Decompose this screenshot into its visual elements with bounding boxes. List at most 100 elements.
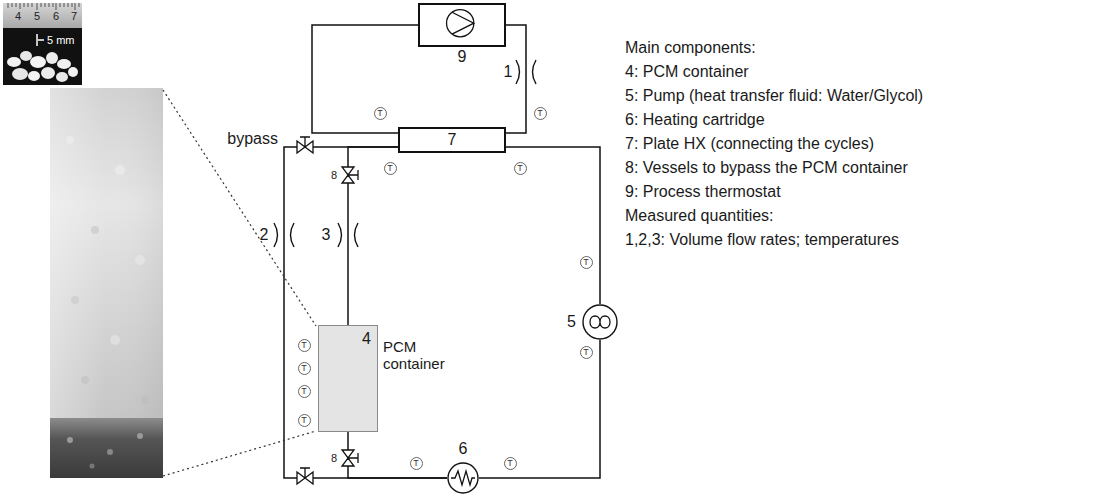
ruler-inset: [3, 3, 82, 85]
ruler-number: 6: [53, 10, 59, 23]
photo-grain: [137, 433, 143, 439]
sensor-circle: [514, 162, 526, 174]
photo-grain: [141, 396, 149, 404]
sensor-letter: T: [377, 109, 383, 118]
heat-exchanger-box: 7: [398, 127, 506, 153]
sensor-letter: T: [507, 459, 513, 468]
photo-grain: [81, 376, 89, 384]
valve-symbol: [342, 450, 358, 466]
zoom-line: [163, 431, 316, 476]
pipe-line: [312, 25, 418, 133]
ruler-number: 7: [71, 10, 77, 23]
bypass-label: bypass: [227, 130, 278, 148]
pellet: [68, 67, 78, 77]
node-label: PCM container: [383, 338, 455, 373]
temperature-sensor: T: [410, 457, 423, 470]
photo-grain: [90, 464, 95, 469]
photo-dark-band: [50, 418, 163, 478]
pellet-photo: [3, 28, 82, 85]
sensor-letter: T: [301, 341, 307, 350]
temperature-sensor: T: [384, 162, 397, 175]
valve-symbol: [297, 468, 313, 484]
callout-number: 8: [331, 452, 337, 465]
pump-symbol-outline: [582, 304, 618, 340]
temperature-sensor: T: [298, 339, 311, 352]
pellet: [46, 52, 58, 64]
sensor-circle: [298, 385, 310, 397]
legend-text: 9: Process thermostat: [625, 183, 781, 201]
pipe-line: [284, 147, 447, 478]
sensor-letter: T: [583, 258, 589, 267]
ruler-number: 4: [15, 10, 21, 23]
ruler-ticks: [8, 3, 79, 10]
photo-grain: [107, 449, 113, 455]
sensor-circle: [580, 346, 592, 358]
photo-grain: [91, 226, 99, 234]
sensor-circle: [580, 256, 592, 268]
node-label: 9: [458, 48, 467, 66]
temperature-sensor: T: [504, 457, 517, 470]
photo-grain: [115, 165, 125, 175]
scale-label: 5 mm: [47, 34, 75, 47]
temperature-sensor: T: [298, 385, 311, 398]
pump-circle: [447, 10, 474, 37]
callout-number: 2: [260, 226, 269, 244]
sensor-letter: T: [583, 348, 589, 357]
pcm-container: 4PCM container: [318, 325, 378, 432]
photo-grain: [67, 437, 73, 443]
pipe-line: [506, 147, 600, 304]
sensor-letter: T: [413, 459, 419, 468]
ruler-number: 5: [34, 10, 40, 23]
flow-meters: [274, 60, 536, 247]
pellet: [41, 67, 55, 79]
zoom-line: [163, 90, 316, 326]
flow-meter-symbol: [516, 60, 536, 84]
sensor-letter: T: [517, 164, 523, 173]
pipe-line: [348, 432, 447, 478]
legend-text: 6: Heating cartridge: [625, 111, 765, 129]
callout-number: 3: [322, 226, 331, 244]
pump-impeller: [590, 316, 610, 328]
pump-circle: [583, 305, 617, 339]
temperature-sensor: T: [514, 162, 527, 175]
legend-text: 1,2,3: Volume flow rates; temperatures: [625, 231, 899, 249]
pellet: [28, 71, 40, 81]
sensor-circle: [384, 162, 396, 174]
legend-text: Main components:: [625, 39, 756, 57]
sensor-letter: T: [387, 164, 393, 173]
scale-bar: [37, 34, 44, 46]
sensor-letter: T: [537, 109, 543, 118]
callout-number: 1: [504, 63, 513, 81]
node-label: 6: [459, 440, 468, 458]
pump-symbol: 5: [582, 304, 618, 340]
temperature-sensor: T: [298, 414, 311, 427]
pellet: [7, 57, 21, 67]
callout-number: 8: [331, 169, 337, 182]
photo-grain: [66, 136, 74, 144]
photo-grain: [135, 255, 145, 265]
sensor-letter: T: [301, 387, 307, 396]
thermostat-box-outline: [420, 5, 504, 45]
pellet: [12, 68, 28, 80]
heater-circle: [448, 463, 478, 493]
pellet: [30, 56, 46, 68]
node-label: 4: [362, 330, 371, 348]
legend-text: 5: Pump (heat transfer fluid: Water/Glyc…: [625, 87, 923, 105]
heater-coil: [451, 471, 475, 485]
valve-symbol: [297, 137, 313, 153]
pump-triangle: [452, 12, 474, 34]
thermostat-box: 9: [418, 3, 506, 47]
temperature-sensor: T: [580, 256, 593, 269]
heater-symbol-outline: [447, 462, 479, 494]
sensor-circle: [410, 457, 422, 469]
photo-grain: [110, 335, 120, 345]
node-label: 7: [448, 131, 457, 149]
pellet: [57, 59, 71, 69]
node-label: 5: [567, 313, 576, 331]
pipe-line: [348, 147, 398, 325]
sensor-circle: [298, 362, 310, 374]
legend-text: Measured quantities:: [625, 207, 774, 225]
zoom-lines: [163, 90, 316, 476]
